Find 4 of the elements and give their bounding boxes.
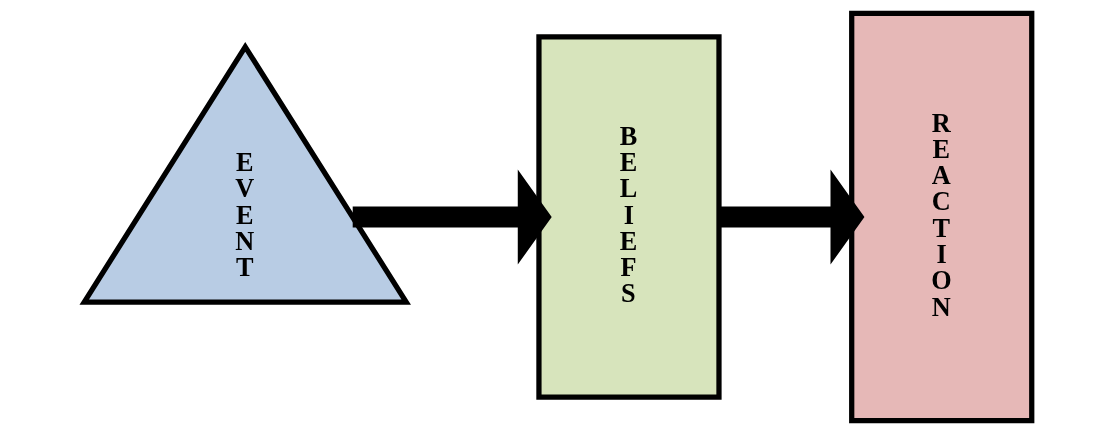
node-box: REACTION	[849, 10, 1035, 424]
node-box: BELIEFS	[536, 34, 722, 400]
arrow	[352, 169, 552, 265]
arrow	[719, 169, 865, 265]
